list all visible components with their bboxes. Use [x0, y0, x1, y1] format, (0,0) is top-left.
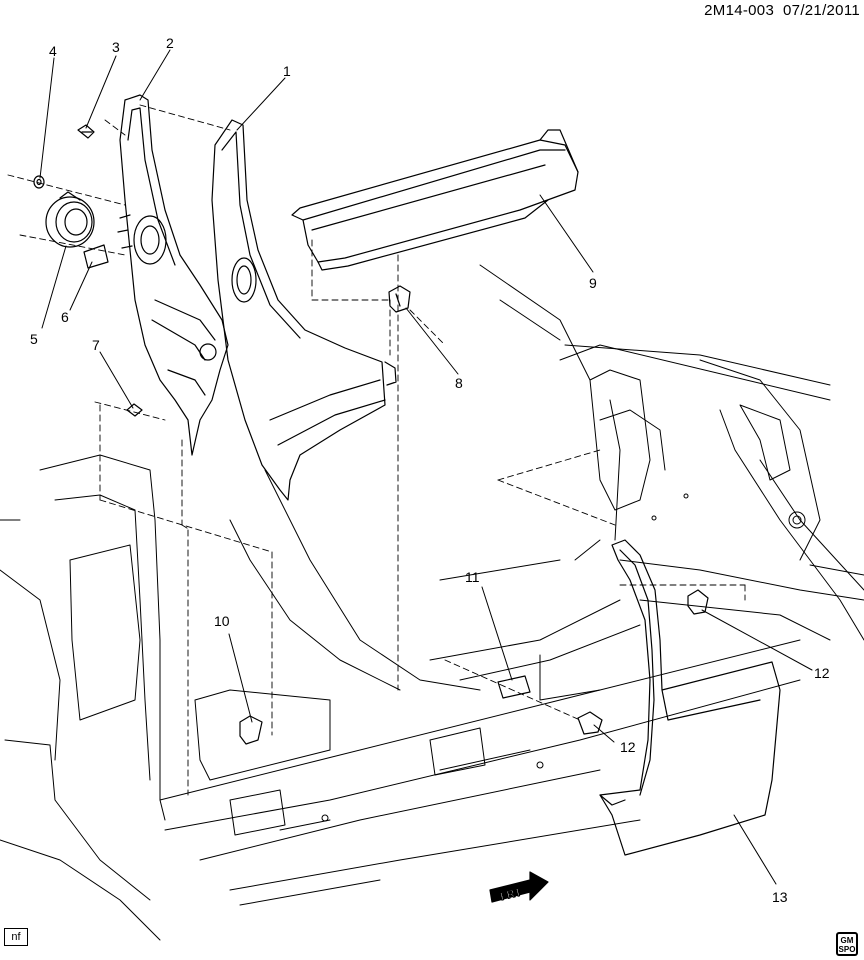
pad-part-11 [497, 675, 531, 699]
diagram-header: 2M14-003 07/21/2011 [704, 2, 860, 19]
pillar-trim-upper-lh [117, 94, 229, 456]
clip-part-7 [126, 403, 143, 417]
fastener-part-10 [239, 715, 263, 745]
washer-part-4 [33, 175, 45, 189]
callout-6: 6 [61, 309, 69, 325]
front-direction-arrow: FRT [489, 871, 549, 904]
pad-part-6 [83, 244, 109, 269]
roof-rail-trim-part-9 [291, 129, 579, 271]
callout-12-lower: 12 [620, 739, 636, 755]
alignment-lines [7, 104, 746, 796]
note-box: nf [4, 928, 28, 946]
leader-lines [39, 49, 813, 885]
grille-part-5 [45, 191, 95, 248]
retainer-part-8 [388, 285, 411, 313]
diagram-date: 07/21/2011 [783, 2, 860, 19]
callout-2: 2 [166, 35, 174, 51]
callout-3: 3 [112, 39, 120, 55]
diagram-code: 2M14-003 [704, 2, 775, 19]
callout-7: 7 [92, 337, 100, 353]
callout-12-upper: 12 [814, 665, 830, 681]
pillar-trim-upper-rh [211, 119, 397, 501]
callout-13: 13 [772, 889, 788, 905]
callout-11: 11 [465, 569, 480, 585]
vehicle-body-structure [0, 264, 864, 941]
callout-4: 4 [49, 43, 57, 59]
callout-10: 10 [214, 613, 230, 629]
fastener-part-12-upper [687, 589, 709, 615]
fastener-part-12-lower [577, 711, 603, 735]
callout-9: 9 [589, 275, 597, 291]
clip-part-3 [77, 124, 95, 139]
front-arrow-label: FRT [499, 886, 523, 903]
callout-5: 5 [30, 331, 38, 347]
quarter-trim-part-13 [599, 539, 781, 856]
callout-8: 8 [455, 375, 463, 391]
callout-1: 1 [283, 63, 291, 79]
callout-labels: 1 2 3 4 5 6 7 8 9 10 11 12 12 13 [30, 35, 830, 905]
